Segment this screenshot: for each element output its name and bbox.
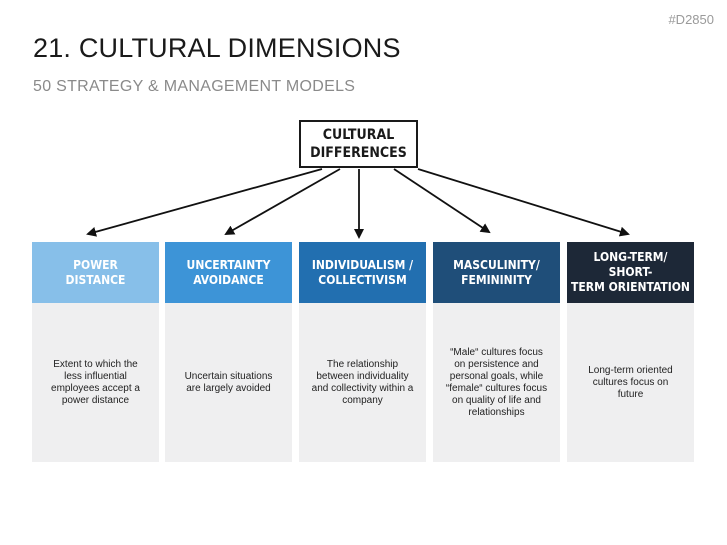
arrow-to-power-distance (86, 168, 323, 237)
dimension-long-short-term-orientation: LONG-TERM/ SHORT- TERM ORIENTATION Long-… (567, 242, 694, 462)
dimension-uncertainty-avoidance: UNCERTAINTY AVOIDANCE Uncertain situatio… (165, 242, 292, 462)
dimension-description: The relationship between individuality a… (299, 303, 426, 462)
page-subtitle: 50 STRATEGY & MANAGEMENT MODELS (33, 78, 356, 95)
dimension-description: Long-term oriented cultures focus on fut… (567, 303, 694, 462)
dimension-description: “Male“ cultures focus on persistence and… (433, 303, 560, 462)
dimension-description: Uncertain situations are largely avoided (165, 303, 292, 462)
dimension-description: Extent to which the less influential emp… (32, 303, 159, 462)
page-title: 21. CULTURAL DIMENSIONS (33, 33, 401, 63)
dimension-individualism-collectivism: INDIVIDUALISM / COLLECTIVISM The relatio… (299, 242, 426, 462)
dimension-heading: LONG-TERM/ SHORT- TERM ORIENTATION (567, 242, 694, 303)
dimension-heading: UNCERTAINTY AVOIDANCE (165, 242, 292, 303)
dimension-heading: MASCULINITY/ FEMININITY (433, 242, 560, 303)
arrow-to-uncertainty-avoidance (224, 168, 341, 235)
cultural-differences-box: CULTURAL DIFFERENCES (299, 120, 418, 168)
dimension-power-distance: POWER DISTANCE Extent to which the less … (32, 242, 159, 462)
slide-id: #D2850 (668, 12, 714, 27)
arrow-to-long-term-orientation (417, 168, 630, 237)
arrow-to-masculinity (393, 168, 491, 234)
dimension-masculinity-femininity: MASCULINITY/ FEMININITY “Male“ cultures … (433, 242, 560, 462)
dimension-heading: POWER DISTANCE (32, 242, 159, 303)
dimension-heading: INDIVIDUALISM / COLLECTIVISM (299, 242, 426, 303)
